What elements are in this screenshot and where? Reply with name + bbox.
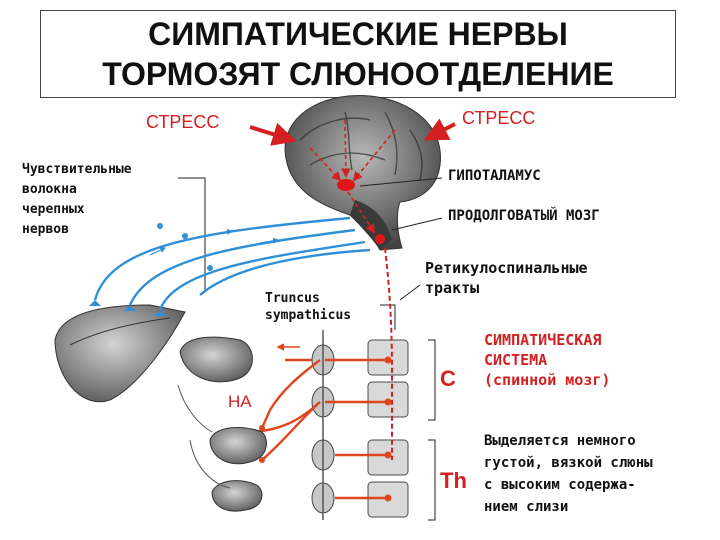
sensory-line-2: волокна: [22, 180, 132, 200]
stress-label-left: СТРЕСС: [146, 112, 219, 133]
sympathetic-system-label: СИМПАТИЧЕСКАЯ СИСТЕМА (спинной мозг): [484, 330, 610, 390]
truncus-label: Truncus sympathicus: [265, 290, 351, 324]
result-line-2: густой, вязкой слюны: [484, 452, 653, 474]
tongue: [55, 305, 185, 402]
sympathetic-pathways: [245, 360, 388, 498]
spinal-cord: [368, 340, 408, 517]
truncus-line-2: sympathicus: [265, 307, 351, 324]
sympathetic-line-2: СИСТЕМА: [484, 350, 610, 370]
sympathetic-endings: [242, 357, 392, 502]
stress-arrow-left: [250, 127, 292, 140]
result-line-1: Выделяется немного: [484, 430, 653, 452]
truncus-line-1: Truncus: [265, 290, 351, 307]
result-text: Выделяется немного густой, вязкой слюны …: [484, 430, 653, 518]
salivary-glands: [178, 337, 266, 511]
reticulospinal-line-1: Ретикулоспинальные: [425, 258, 588, 278]
reticulospinal-label: Ретикулоспинальные тракты: [425, 258, 588, 298]
reticulospinal-line-2: тракты: [425, 278, 588, 298]
medulla-label: ПРОДОЛГОВАТЫЙ МОЗГ: [448, 208, 600, 224]
result-line-4: нием слизи: [484, 496, 653, 518]
sensory-fibers-label: Чувствительные волокна черепных нервов: [22, 160, 132, 240]
result-line-3: с высоким содержа-: [484, 474, 653, 496]
sympathetic-ganglia: [312, 330, 334, 520]
sympathetic-line-3: (спинной мозг): [484, 370, 610, 390]
hypothalamus-spot: [337, 179, 355, 191]
segment-th-label: Th: [440, 468, 467, 494]
sensory-line-3: черепных: [22, 200, 132, 220]
brain: [285, 95, 440, 250]
hypothalamus-label: ГИПОТАЛАМУС: [448, 168, 541, 184]
segment-brackets: [428, 340, 435, 520]
sensory-line-4: нервов: [22, 220, 132, 240]
sensory-line-1: Чувствительные: [22, 160, 132, 180]
medulla-spot: [375, 234, 385, 244]
segment-c-label: C: [440, 366, 456, 392]
stress-label-right: СТРЕСС: [462, 108, 535, 129]
sympathetic-line-1: СИМПАТИЧЕСКАЯ: [484, 330, 610, 350]
ha-label: НА: [228, 392, 252, 412]
